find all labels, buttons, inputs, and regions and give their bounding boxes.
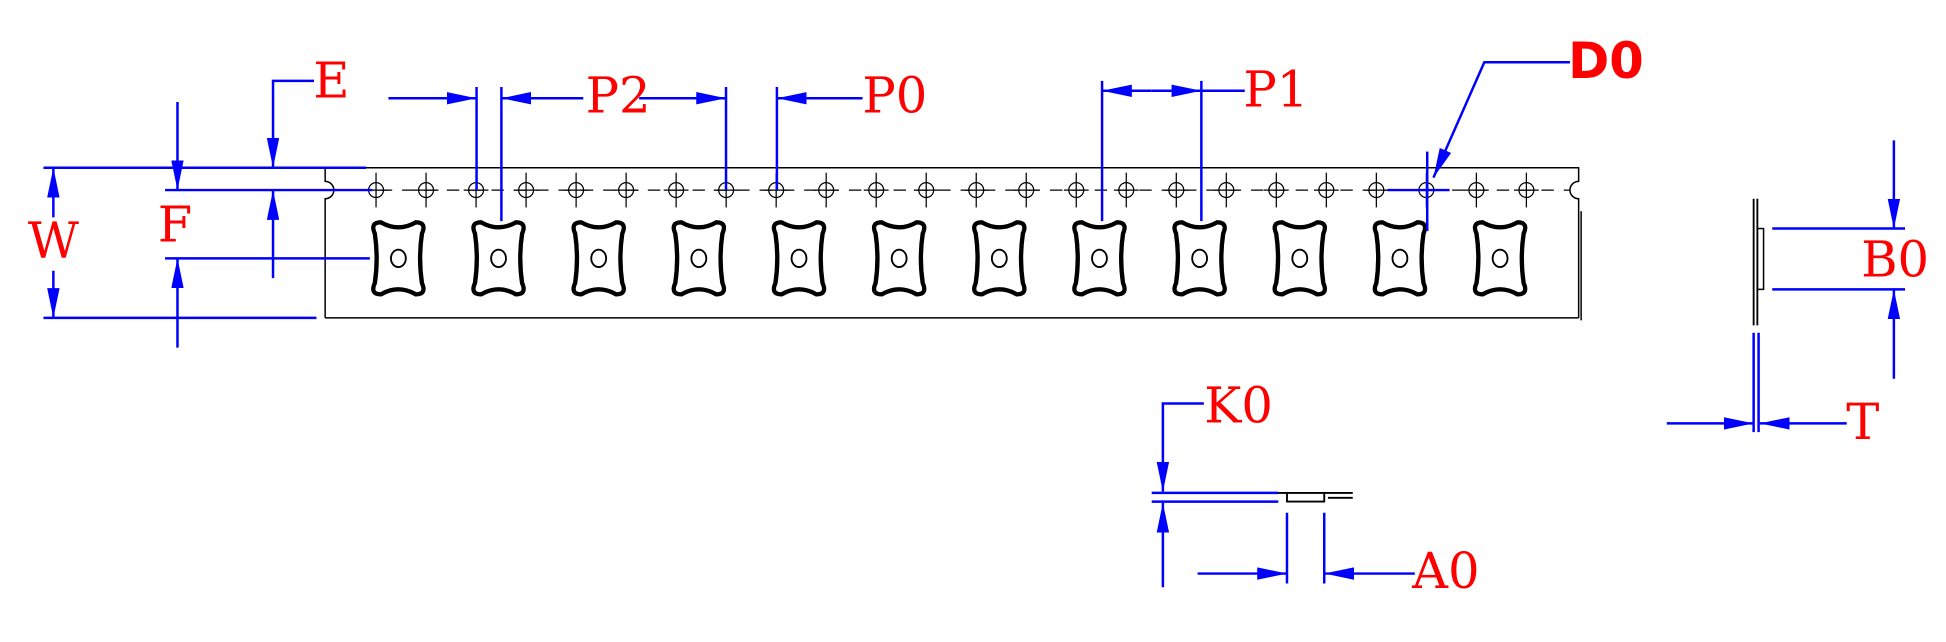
sprocket-hole [1213,172,1239,208]
sprocket-hole [1113,172,1139,208]
label-b0: B0 [1861,230,1929,288]
pocket [1172,220,1227,297]
pocket [1272,220,1328,297]
sprocket-hole [663,172,689,208]
label-w: W [28,212,79,270]
sprocket-hole [1363,172,1389,208]
pocket [571,220,626,297]
dimension-k0: K0 [1151,377,1279,588]
label-p2: P2 [586,66,651,124]
pockets [371,220,1528,297]
sprocket-hole [1013,172,1039,208]
dimension-p1: P1 [1100,60,1308,222]
label-p0: P0 [862,66,927,124]
sprocket-hole [563,172,589,208]
label-a0: A0 [1411,542,1479,600]
sprocket-hole [813,172,839,208]
sprocket-hole [863,172,889,208]
pocket [1372,220,1428,297]
dimension-d0: D0 [1387,32,1644,232]
dimension-a0: A0 [1197,512,1480,600]
side-view [1752,198,1765,433]
sprocket-hole [1513,172,1539,208]
label-k0: K0 [1204,377,1273,435]
sprocket-hole [413,172,439,208]
sprocket-hole [613,172,639,208]
label-d0: D0 [1568,32,1644,90]
cross-section-view [1265,491,1353,503]
dimension-f: F [158,101,373,348]
sprocket-hole [1313,172,1339,208]
pocket [771,220,827,297]
sprocket-hole [513,172,539,208]
dimension-b0: B0 [1772,140,1929,379]
sprocket-hole [1263,172,1289,208]
pocket [371,220,426,297]
sprocket-hole [913,172,939,208]
dimension-p0: P0 [775,66,927,191]
label-e: E [313,52,349,110]
label-t: T [1846,393,1879,451]
label-p1: P1 [1243,60,1308,118]
label-f: F [158,196,192,254]
dimension-w: W [28,166,367,320]
pocket [972,220,1027,297]
pocket [1072,220,1127,297]
dimension-p2: P2 [388,66,728,222]
sprocket-hole [963,172,989,208]
sprocket-hole [1463,172,1489,208]
pocket [471,220,526,297]
dimension-t: T [1666,393,1879,451]
sprocket-hole [1063,172,1089,208]
carrier-tape [324,166,1582,321]
sprocket-hole [1163,172,1189,208]
pocket [871,220,927,297]
sprocket-holes [363,172,1539,208]
pocket [671,220,727,297]
pocket [1472,220,1528,297]
dimension-e: E [266,52,349,279]
